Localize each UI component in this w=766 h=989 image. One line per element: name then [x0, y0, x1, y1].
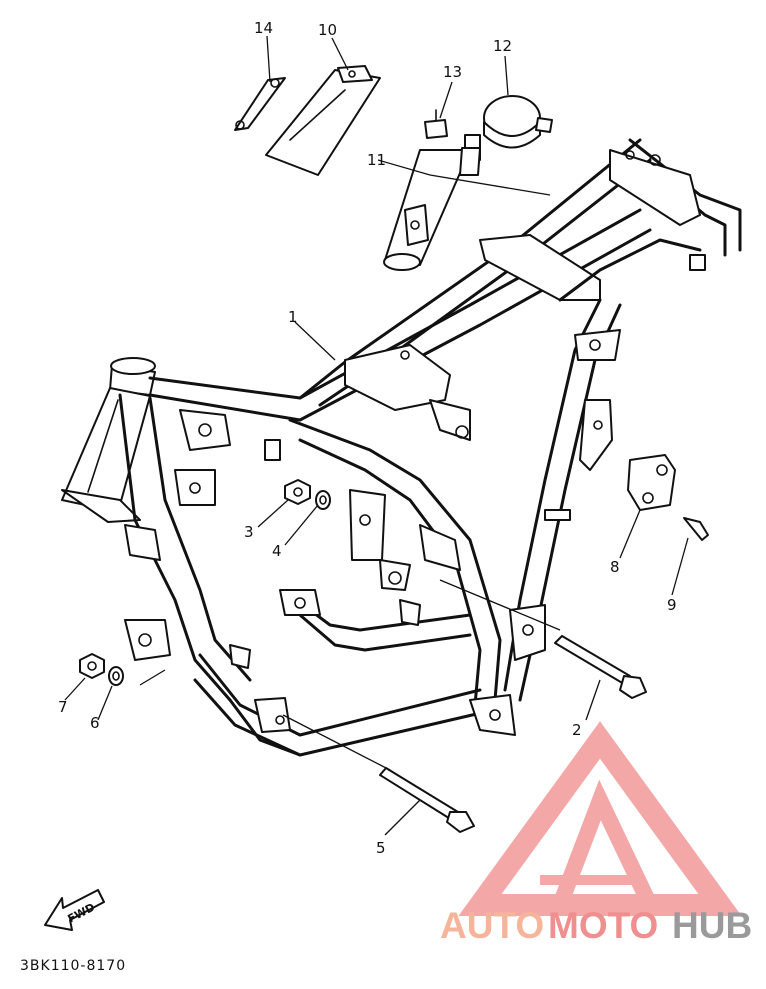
part-10-cover-plate — [265, 65, 381, 176]
part-6-washer — [108, 666, 124, 686]
watermark-logo — [458, 721, 742, 916]
part-7-nut — [79, 653, 105, 679]
callout-8: 8 — [610, 558, 620, 576]
callouts: 1 2 3 4 5 6 7 8 9 10 11 12 13 14 — [58, 19, 677, 857]
callout-2: 2 — [572, 721, 582, 739]
callout-7: 7 — [58, 698, 68, 716]
callout-4: 4 — [272, 542, 282, 560]
fwd-arrow: FWD — [44, 889, 105, 931]
main-frame — [61, 134, 742, 757]
callout-14: 14 — [254, 19, 273, 37]
reference-code: 3BK110-8170 — [20, 958, 126, 974]
part-8-bracket — [627, 454, 676, 511]
part-5-bolt — [379, 767, 475, 833]
watermark-hub: HUB — [672, 905, 752, 946]
part-14-strap — [234, 77, 286, 131]
callout-12: 12 — [493, 37, 512, 55]
watermark-auto: AUTO — [440, 905, 544, 946]
part-2-bolt — [554, 635, 647, 699]
callout-3: 3 — [244, 523, 254, 541]
part-13-bolt — [424, 109, 448, 139]
watermark-moto: MOTO — [548, 905, 658, 946]
part-4-washer — [315, 490, 331, 510]
callout-1: 1 — [288, 308, 298, 326]
callout-11: 11 — [367, 151, 386, 169]
callout-10: 10 — [318, 21, 337, 39]
part-3-nut — [284, 479, 311, 505]
part-12-cap — [483, 95, 553, 149]
callout-5: 5 — [376, 839, 386, 857]
callout-6: 6 — [90, 714, 100, 732]
part-9-bolt — [683, 517, 709, 541]
callout-9: 9 — [667, 596, 677, 614]
watermark-text: AUTO MOTO HUB — [440, 905, 752, 946]
leader-lines — [64, 35, 689, 836]
callout-13: 13 — [443, 63, 462, 81]
